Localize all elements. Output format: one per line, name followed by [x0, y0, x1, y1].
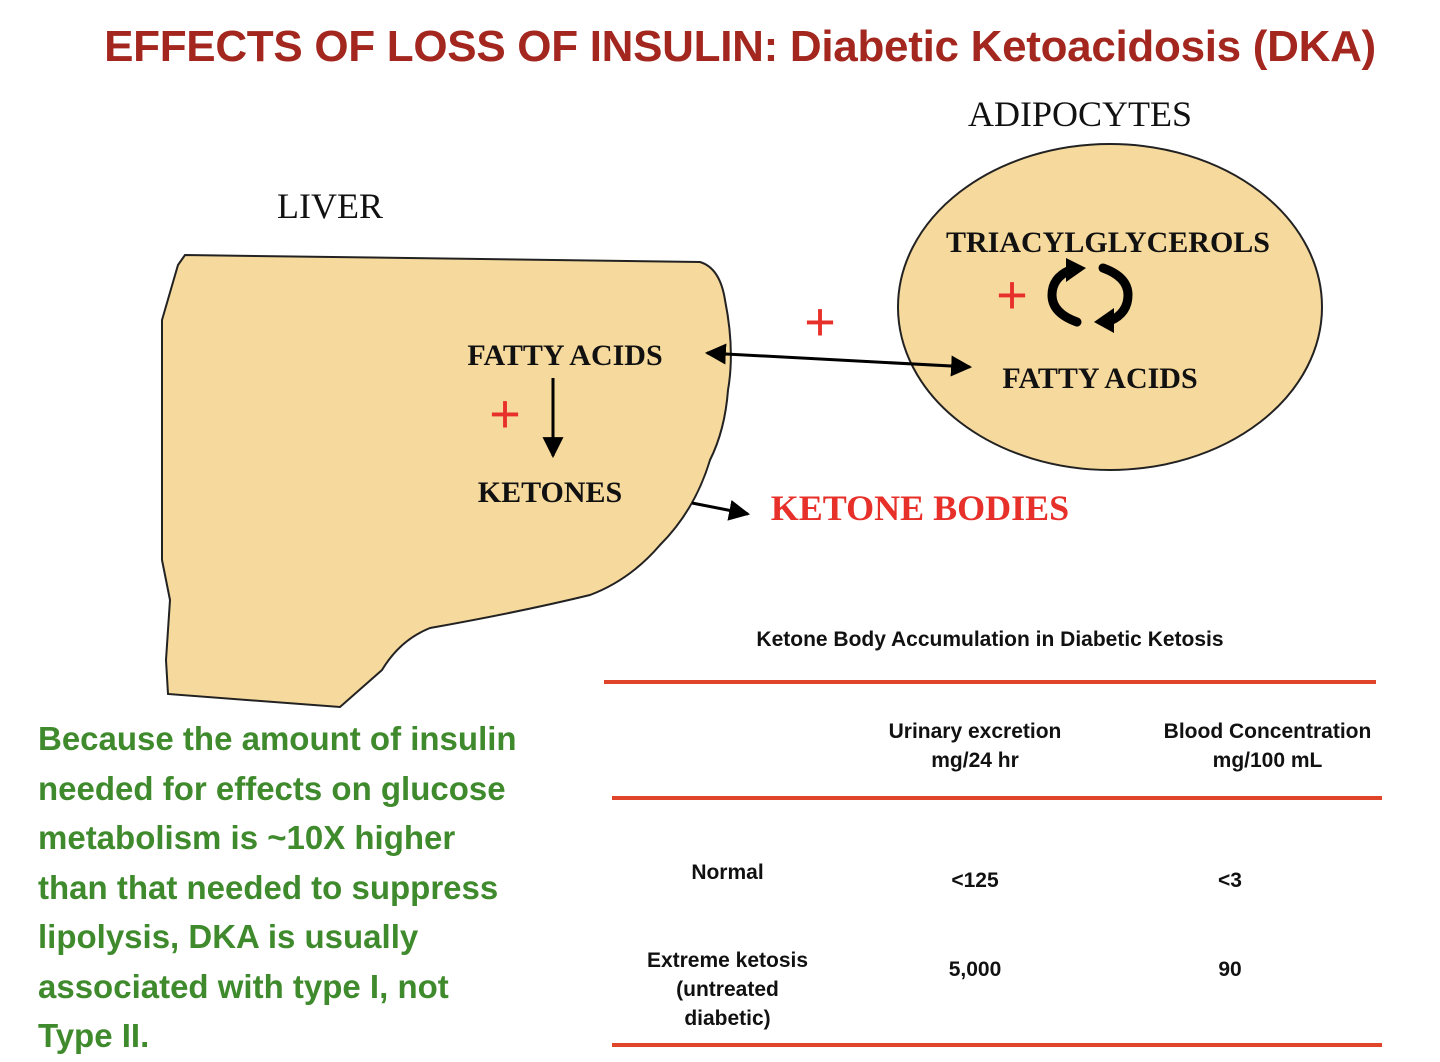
table-rule-top	[604, 680, 1376, 684]
adipocyte-fatty-acids-label: FATTY ACIDS	[1002, 362, 1197, 395]
table-title: Ketone Body Accumulation in Diabetic Ket…	[756, 628, 1224, 651]
column-header-line: mg/100 mL	[1212, 749, 1323, 772]
note-line: than that needed to suppress	[38, 868, 499, 906]
column-header-line: mg/24 hr	[931, 749, 1019, 772]
plus-sign-adipocyte: +	[996, 265, 1028, 325]
cell-urinary-extreme: 5,000	[948, 958, 1002, 981]
liver-fatty-acids-label: FATTY ACIDS	[467, 339, 662, 372]
ketone-bodies-label: KETONE BODIES	[771, 488, 1069, 528]
liver-label: LIVER	[277, 186, 383, 226]
cycle-arrows-icon	[1047, 258, 1133, 333]
row-label-normal: Normal	[620, 858, 835, 887]
plus-sign-liver: +	[489, 384, 521, 444]
adipocytes-label: ADIPOCYTES	[968, 94, 1192, 134]
fatty-acids-exchange-arrow	[704, 343, 973, 377]
column-header-line: Blood Concentration	[1163, 720, 1372, 743]
note-line: Because the amount of insulin	[38, 720, 517, 757]
cell-blood-normal: <3	[1218, 869, 1242, 892]
dka-explanation-note: Because the amount of insulin needed for…	[38, 714, 598, 1061]
column-header-urinary: Urinary excretion mg/24 hr	[845, 717, 1105, 775]
adipocyte-cell	[897, 143, 1323, 471]
table-rule-header	[612, 796, 1382, 800]
row-label-line: Normal	[691, 861, 764, 884]
table-rule-bottom	[612, 1043, 1382, 1047]
row-label-line: Extreme ketosis	[646, 949, 809, 972]
cell-urinary-normal: <125	[951, 869, 999, 892]
metabolism-diagram: LIVER ADIPOCYTES FATTY ACIDS KETONES TRI…	[161, 94, 1323, 709]
note-line: lipolysis, DKA is usually	[38, 918, 419, 955]
note-line: associated with type I, not	[38, 967, 449, 1005]
row-label-line: (untreated	[676, 978, 779, 1001]
row-label-extreme-ketosis: Extreme ketosis (untreated diabetic)	[615, 946, 840, 1033]
note-line: Type II.	[38, 1017, 150, 1054]
slide-title: EFFECTS OF LOSS OF INSULIN: Diabetic Ket…	[104, 22, 1376, 71]
liver-to-ketone-bodies-arrow	[691, 500, 751, 521]
note-line: needed for effects on glucose	[38, 769, 506, 807]
triacylglycerols-label: TRIACYLGLYCEROLS	[946, 226, 1270, 259]
row-label-line: diabetic)	[684, 1007, 771, 1030]
liver-ketones-label: KETONES	[478, 476, 623, 509]
note-line: metabolism is ~10X higher	[38, 819, 456, 856]
plus-sign-center: +	[804, 292, 836, 352]
column-header-line: Urinary excretion	[888, 720, 1062, 743]
liver-shape	[161, 253, 732, 709]
cell-blood-extreme: 90	[1218, 958, 1242, 981]
column-header-blood: Blood Concentration mg/100 mL	[1130, 717, 1405, 775]
